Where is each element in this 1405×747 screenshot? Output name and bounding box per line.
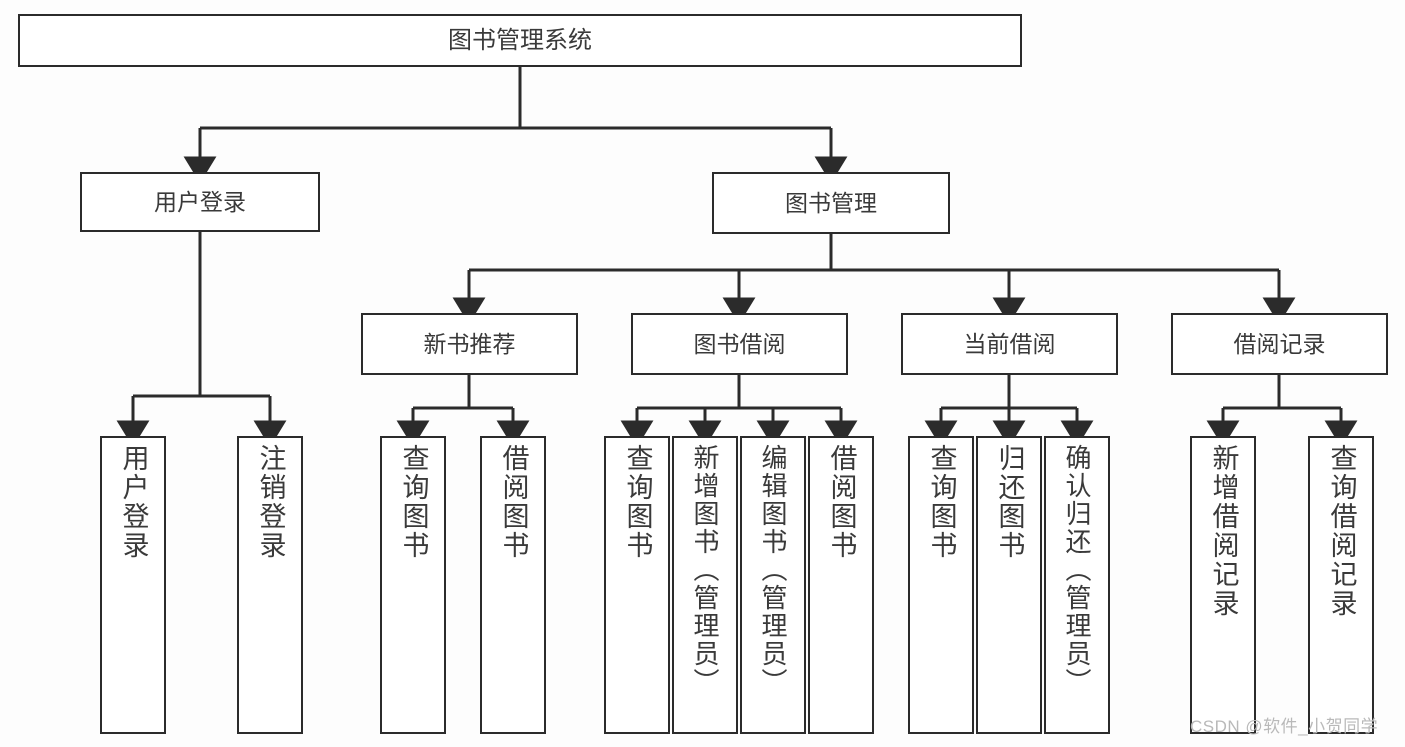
node-label: 查询图书 bbox=[622, 444, 653, 560]
node-label: 用户登录 bbox=[154, 188, 246, 215]
node-borrow-record[interactable]: 借阅记录 bbox=[1171, 313, 1388, 375]
node-current-borrow[interactable]: 当前借阅 bbox=[901, 313, 1118, 375]
leaf-bookborrow-borrow-book[interactable]: 借阅图书 bbox=[808, 436, 874, 734]
node-label: 新书推荐 bbox=[423, 330, 516, 357]
leaf-newbook-query-book[interactable]: 查询图书 bbox=[380, 436, 446, 734]
csdn-watermark: CSDN @软件_小贺同学 bbox=[1190, 717, 1379, 736]
node-book-management[interactable]: 图书管理 bbox=[712, 172, 950, 234]
node-book-borrow[interactable]: 图书借阅 bbox=[631, 313, 848, 375]
leaf-bookborrow-add-book-admin[interactable]: 新增图书（管理员） bbox=[672, 436, 738, 734]
leaf-borrowrecord-add-record[interactable]: 新增借阅记录 bbox=[1190, 436, 1256, 734]
node-label: 确认归还（管理员） bbox=[1062, 444, 1092, 696]
leaf-logout[interactable]: 注销登录 bbox=[237, 436, 303, 734]
node-label: 用户登录 bbox=[118, 444, 149, 560]
leaf-user-login[interactable]: 用户登录 bbox=[100, 436, 166, 734]
node-label: 编辑图书（管理员） bbox=[758, 444, 788, 696]
leaf-currentborrow-query-book[interactable]: 查询图书 bbox=[908, 436, 974, 734]
leaf-bookborrow-edit-book-admin[interactable]: 编辑图书（管理员） bbox=[740, 436, 806, 734]
node-label: 当前借阅 bbox=[963, 330, 1056, 357]
leaf-borrowrecord-query-record[interactable]: 查询借阅记录 bbox=[1308, 436, 1374, 734]
leaf-bookborrow-query-book[interactable]: 查询图书 bbox=[604, 436, 670, 734]
node-new-book-recommend[interactable]: 新书推荐 bbox=[361, 313, 578, 375]
leaf-newbook-borrow-book[interactable]: 借阅图书 bbox=[480, 436, 546, 734]
node-label: 查询借阅记录 bbox=[1326, 444, 1357, 618]
node-label: 查询图书 bbox=[926, 444, 957, 560]
node-label: 归还图书 bbox=[994, 444, 1025, 560]
node-label: 新增图书（管理员） bbox=[690, 444, 720, 696]
node-root-system[interactable]: 图书管理系统 bbox=[18, 14, 1022, 67]
node-user-login[interactable]: 用户登录 bbox=[80, 172, 320, 232]
node-label: 注销登录 bbox=[255, 444, 286, 560]
node-label: 查询图书 bbox=[398, 444, 429, 560]
node-label: 图书借阅 bbox=[693, 330, 786, 357]
leaf-currentborrow-return-book[interactable]: 归还图书 bbox=[976, 436, 1042, 734]
node-label: 借阅图书 bbox=[826, 444, 857, 560]
node-label: 图书管理系统 bbox=[448, 26, 592, 54]
node-label: 新增借阅记录 bbox=[1208, 444, 1239, 618]
node-label: 借阅图书 bbox=[498, 444, 529, 560]
node-label: 图书管理 bbox=[785, 189, 877, 216]
node-label: 借阅记录 bbox=[1233, 330, 1326, 357]
leaf-currentborrow-confirm-return-admin[interactable]: 确认归还（管理员） bbox=[1044, 436, 1110, 734]
